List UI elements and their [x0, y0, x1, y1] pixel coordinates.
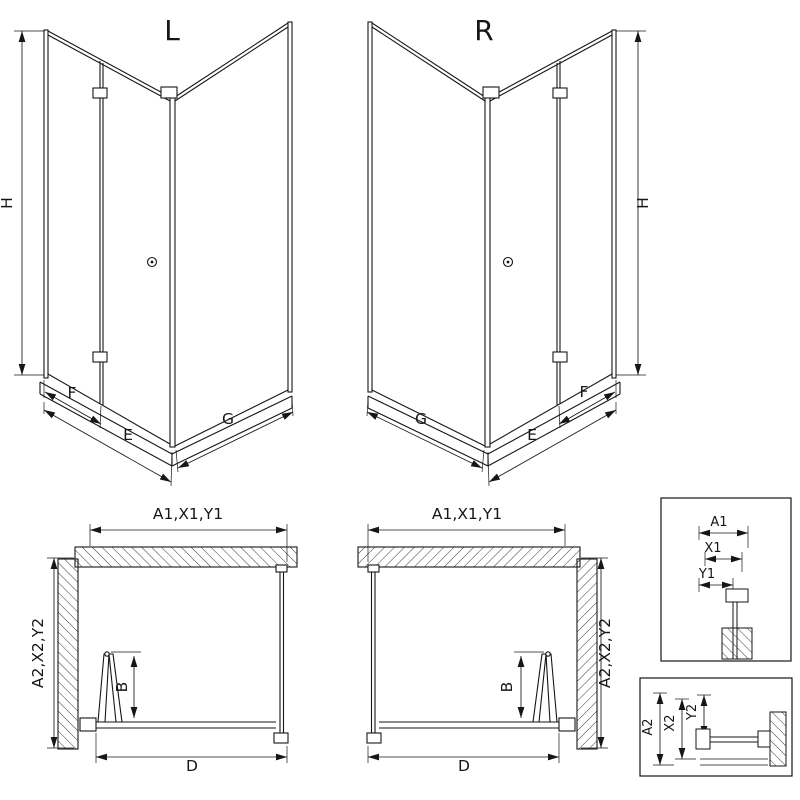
iso-left-height-label: H — [0, 197, 16, 209]
detail-bottom-x2-label: X2 — [663, 714, 678, 731]
plan-left-width-label: A1,X1,Y1 — [153, 505, 223, 523]
iso-left-view — [14, 22, 293, 486]
plan-left-depth-label: A2,X2,Y2 — [29, 618, 47, 688]
detail-top-box — [660, 497, 792, 662]
plan-right-door-projection-label: B — [498, 682, 516, 693]
plan-right-view — [358, 524, 608, 763]
iso-left-door-panel-label: F — [68, 384, 77, 402]
iso-right-door-panel-label: F — [580, 383, 589, 401]
plan-left-entry-width-label: D — [186, 757, 198, 775]
detail-top-y1-label: Y1 — [698, 567, 715, 582]
iso-left-title: L — [164, 14, 180, 47]
iso-right-door-side-label: E — [527, 426, 537, 444]
iso-left-fixed-side-label: G — [222, 410, 234, 428]
iso-left-door-side-label: E — [123, 426, 133, 444]
detail-top-x1-label: X1 — [704, 541, 721, 556]
plan-right-width-label: A1,X1,Y1 — [432, 505, 502, 523]
plan-left-view — [47, 524, 297, 763]
plan-left-door-projection-label: B — [113, 682, 131, 693]
detail-bottom-y2-label: Y2 — [685, 704, 700, 721]
plan-right-depth-label: A2,X2,Y2 — [596, 618, 614, 688]
detail-top-a1-label: A1 — [710, 515, 727, 530]
detail-bottom-box — [639, 677, 793, 777]
detail-bottom-a2-label: A2 — [641, 718, 656, 735]
plan-right-entry-width-label: D — [458, 757, 470, 775]
iso-right-view — [367, 22, 646, 486]
iso-right-height-label: H — [634, 197, 652, 209]
iso-right-fixed-side-label: G — [415, 410, 427, 428]
iso-right-title: R — [474, 14, 493, 47]
